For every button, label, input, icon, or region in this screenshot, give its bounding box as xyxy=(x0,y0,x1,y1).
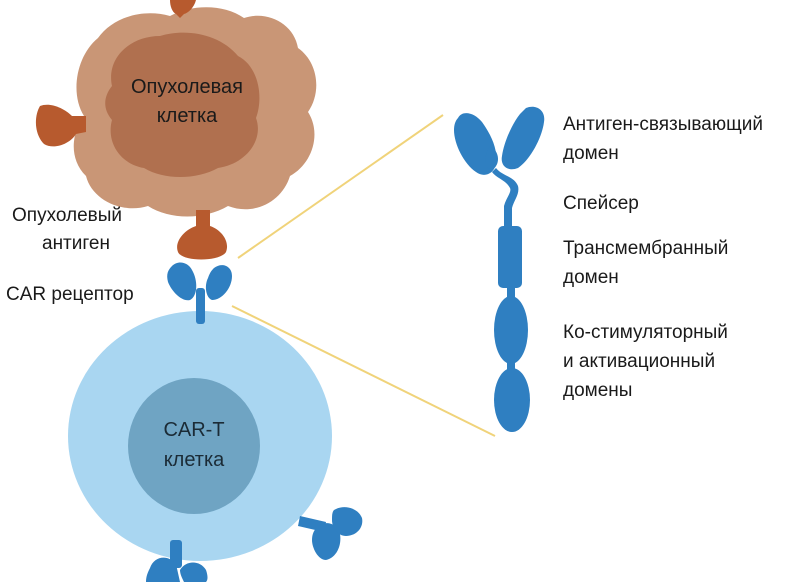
tumor-antigens xyxy=(35,0,228,260)
car-receptor-bottom xyxy=(146,540,208,582)
linker-1 xyxy=(507,286,515,300)
car-t-cell: CAR-T клетка xyxy=(68,311,332,561)
car-receptor-main-stem xyxy=(196,288,205,324)
zoom-line-bottom xyxy=(231,305,496,437)
car-receptor-bottom-arm1 xyxy=(146,557,180,582)
tumor-cell-label-line2: клетка xyxy=(157,105,218,127)
car-receptor-detail xyxy=(454,106,545,432)
tumor-antigen-label-line1: Опухолевый xyxy=(12,205,122,226)
car-receptor-lr-arm1 xyxy=(312,523,341,560)
tumor-antigen-bound xyxy=(177,210,228,260)
car-receptor-lr-arm2 xyxy=(332,507,363,536)
tumor-antigen-left xyxy=(35,104,86,147)
spacer-label: Спейсер xyxy=(563,193,639,214)
antigen-binding-label-line1: Антиген-связывающий xyxy=(563,114,763,135)
car-t-nucleus xyxy=(128,378,260,514)
transmembrane-domain xyxy=(498,226,522,288)
car-receptor-main-right-arm xyxy=(205,265,232,300)
tumor-cell-label-line1: Опухолевая xyxy=(131,76,243,98)
antigen-binding-domain-right xyxy=(501,106,545,170)
activation-domain xyxy=(494,368,530,432)
tumor-antigen-label-line2: антиген xyxy=(42,233,110,254)
car-receptor-label: CAR рецептор xyxy=(6,284,134,305)
car-t-cell-label-line2: клетка xyxy=(164,449,225,471)
zoom-connector-lines xyxy=(231,114,496,437)
car-receptor-bottom-stem xyxy=(170,540,182,568)
hinge-left xyxy=(485,146,498,169)
transmembrane-label-line2: домен xyxy=(563,267,619,288)
car-t-cell-label-line1: CAR-T xyxy=(163,419,224,441)
car-receptor-bottom-arm2 xyxy=(180,562,208,582)
car-receptor-main-left-arm xyxy=(167,262,197,301)
linker-2 xyxy=(507,360,515,372)
costim-label-line2: и активационный xyxy=(563,351,715,372)
antigen-binding-label-line2: домен xyxy=(563,143,619,164)
costim-label-line3: домены xyxy=(563,380,632,401)
spacer-domain xyxy=(492,168,519,228)
zoom-line-top xyxy=(237,114,444,259)
tumor-antigen-top xyxy=(170,0,196,18)
costimulatory-domain xyxy=(494,296,528,364)
tumor-nucleus xyxy=(105,32,260,178)
tumor-cell: Опухолевая клетка xyxy=(73,7,317,217)
costim-label-line1: Ко-стимуляторный xyxy=(563,322,728,343)
transmembrane-label-line1: Трансмембранный xyxy=(563,238,728,259)
car-receptor-main xyxy=(167,262,232,324)
car-receptor-lower-right xyxy=(298,507,363,560)
